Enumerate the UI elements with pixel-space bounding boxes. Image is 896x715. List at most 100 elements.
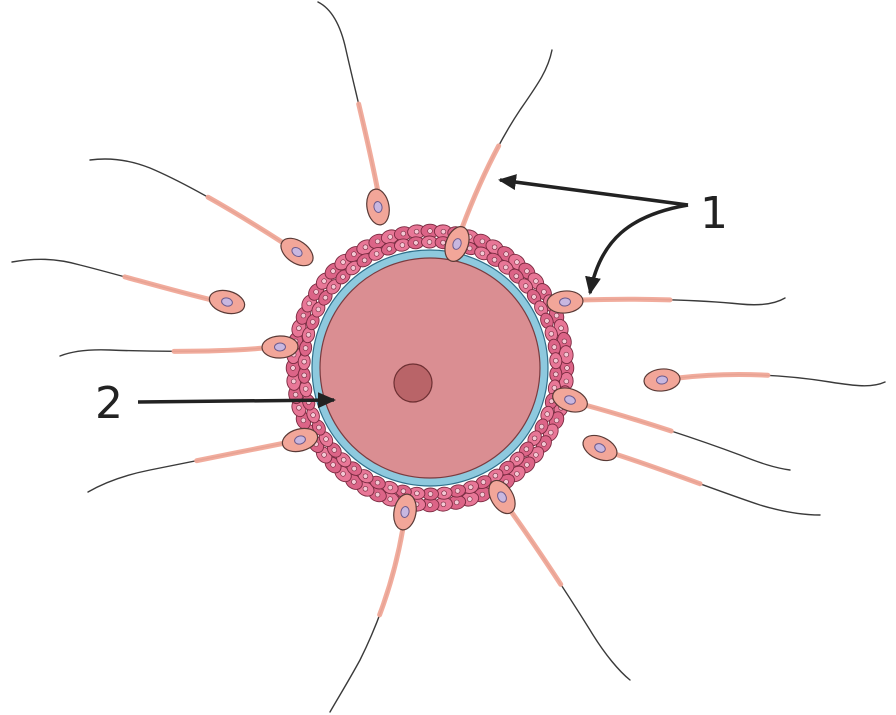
sperm-nucleus <box>594 443 606 453</box>
sperm-nucleus <box>564 395 576 405</box>
corona-cell-nucleus <box>563 378 569 385</box>
attached-sperm <box>57 47 793 715</box>
sperm-nucleus <box>559 297 571 307</box>
sperm-cells <box>9 0 888 518</box>
corona-cell-nucleus <box>386 246 392 252</box>
corona-cell-nucleus <box>491 257 498 263</box>
sperm-nucleus <box>452 238 462 250</box>
corona-cell-nucleus <box>387 234 393 240</box>
corona-cell-nucleus <box>563 351 569 358</box>
sperm-midpiece <box>582 402 793 473</box>
sperm-cell <box>327 493 417 715</box>
corona-cell-nucleus <box>551 344 557 350</box>
sperm-midpiece <box>87 156 288 247</box>
corona-cell-nucleus <box>480 479 487 485</box>
corona-cell-nucleus <box>310 412 316 418</box>
corona-cell-nucleus <box>479 238 486 245</box>
corona-cell-nucleus <box>440 229 447 235</box>
sperm-cell <box>582 434 823 518</box>
corona-cell-nucleus <box>504 465 510 471</box>
corona-cell-nucleus <box>541 441 547 447</box>
sperm-midpiece <box>577 295 788 308</box>
corona-cell-nucleus <box>302 345 309 351</box>
corona-cell-nucleus <box>306 300 312 307</box>
corona-cell-nucleus <box>533 278 539 284</box>
corona-cell-nucleus <box>514 456 520 462</box>
corona-cell-nucleus <box>331 447 337 453</box>
sperm-nucleus <box>274 342 286 352</box>
sperm-tail <box>317 1 379 193</box>
label-2-group: 2 <box>95 378 336 429</box>
corona-cell-nucleus <box>548 331 554 337</box>
sperm-cell <box>546 290 788 314</box>
label-1-arrow-lower <box>585 203 689 295</box>
corona-cell-nucleus <box>399 242 406 248</box>
corona-cell-nucleus <box>531 435 538 441</box>
corona-cell-nucleus <box>548 429 554 436</box>
corona-cell-nucleus <box>316 424 322 431</box>
corona-cell-nucleus <box>373 251 380 257</box>
sperm-cell <box>9 256 246 315</box>
corona-cell-nucleus <box>553 358 559 364</box>
label-1-text: 1 <box>700 188 728 239</box>
sperm-cell <box>87 156 314 267</box>
corona-cell-nucleus <box>503 264 509 271</box>
corona-cell-nucleus <box>301 359 307 365</box>
sperm-midpiece <box>675 372 888 389</box>
corona-cell-nucleus <box>523 446 530 452</box>
sperm-cell <box>444 47 555 262</box>
corona-cell-nucleus <box>340 259 346 265</box>
corona-cell-nucleus <box>362 473 369 479</box>
corona-cell-nucleus <box>427 491 434 497</box>
corona-cell-nucleus <box>290 365 296 371</box>
corona-cell-nucleus <box>427 502 433 508</box>
corona-cell-nucleus <box>351 465 357 472</box>
sperm-tail <box>329 527 404 713</box>
corona-cell-nucleus <box>503 251 509 257</box>
corona-cell-nucleus <box>553 371 559 377</box>
corona-cell-nucleus <box>330 268 336 274</box>
corona-cell-nucleus <box>313 289 319 295</box>
label-1-arrow-upper <box>498 174 689 207</box>
corona-cell-nucleus <box>361 257 368 263</box>
corona-cell-nucleus <box>524 462 530 468</box>
corona-cell-nucleus <box>454 488 461 494</box>
corona-cell-nucleus <box>544 411 550 417</box>
corona-cell-nucleus <box>531 294 537 300</box>
label-2-text: 2 <box>95 378 123 429</box>
sperm-midpiece <box>612 451 823 518</box>
corona-cell-nucleus <box>514 259 520 265</box>
corona-cell-nucleus <box>400 230 406 237</box>
corona-cell-nucleus <box>426 239 433 245</box>
corona-cell-nucleus <box>538 423 545 430</box>
sperm-midpiece <box>315 0 381 195</box>
corona-cell-nucleus <box>374 238 381 245</box>
corona-cell-nucleus <box>322 295 329 301</box>
corona-cell-nucleus <box>323 436 329 442</box>
sperm-cell <box>488 479 633 683</box>
sperm-midpiece <box>507 507 633 683</box>
egg-cell <box>285 223 575 513</box>
corona-cell-nucleus <box>292 392 299 398</box>
corona-cell-nucleus <box>362 486 369 492</box>
corona-cell-nucleus <box>400 488 407 494</box>
sperm-nucleus <box>656 375 668 385</box>
corona-cell-nucleus <box>553 417 560 424</box>
corona-cell-nucleus <box>414 490 420 496</box>
sperm-tail <box>461 49 553 229</box>
egg-nucleus <box>393 363 433 403</box>
sperm-nucleus <box>294 435 306 445</box>
corona-cell-nucleus <box>553 312 560 319</box>
corona-cell-nucleus <box>291 378 297 385</box>
corona-cell-nucleus <box>321 278 327 284</box>
corona-cell-nucleus <box>374 479 381 486</box>
corona-cell-nucleus <box>362 244 369 250</box>
corona-cell-nucleus <box>492 473 499 479</box>
corona-cell-nucleus <box>301 372 307 378</box>
corona-cell-nucleus <box>296 405 302 411</box>
corona-cell-nucleus <box>454 499 460 506</box>
sperm-tail <box>89 158 286 245</box>
corona-cell-nucleus <box>315 306 322 313</box>
sperm-cell <box>315 0 390 226</box>
